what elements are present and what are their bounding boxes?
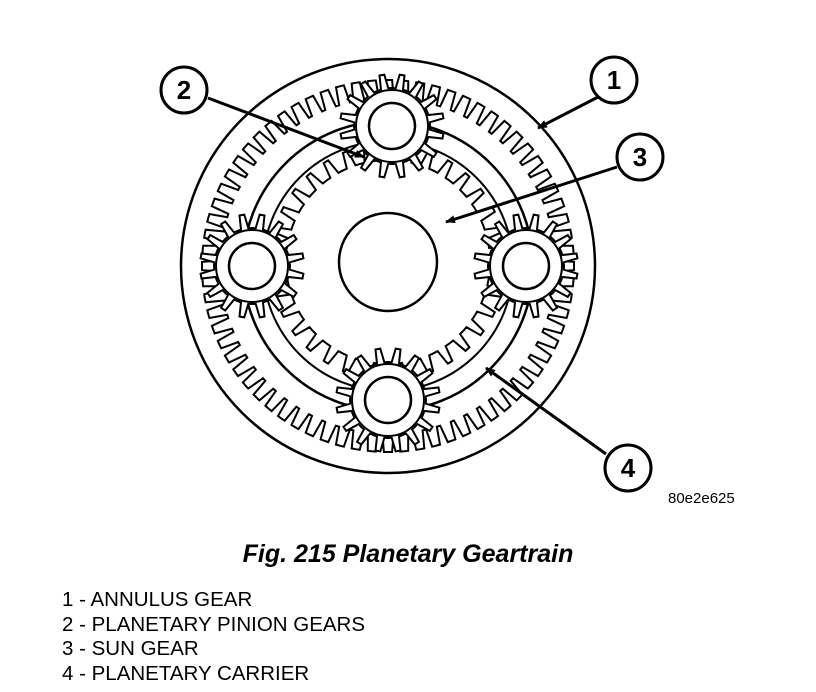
pinion-left-pin [227,241,277,291]
callout-3-label: 3 [633,142,647,172]
pinion-top-pin [367,101,417,151]
figure-title: Fig. 215 Planetary Geartrain [242,540,574,568]
pinion-gear-top [339,73,445,179]
callout-4-label: 4 [621,453,636,483]
callout-4: 4 [485,366,653,493]
pinion-gear-left [199,213,305,319]
callout-1-label: 1 [607,65,621,95]
callout-3: 3 [445,132,665,224]
legend-item-planetary-pinion-gears: 2 - PLANETARY PINION GEARS [62,612,366,636]
pinion-gear-bottom [335,347,441,453]
legend-list: 1 - ANNULUS GEAR 2 - PLANETARY PINION GE… [62,588,365,686]
callout-2-label: 2 [177,75,191,105]
sun-gear-bore [337,211,439,313]
pinion-bottom-pin [363,375,413,425]
planetary-geartrain-diagram: 1 2 3 4 [159,55,665,493]
pinion-gear-right [473,213,579,319]
annulus-gear-teeth [201,79,575,453]
legend-item-annulus-gear: 1 - ANNULUS GEAR [62,588,253,611]
pinion-right-pin [501,241,551,291]
legend-item-sun-gear: 3 - SUN GEAR [62,637,199,660]
callout-2: 2 [159,65,365,159]
callout-1: 1 [537,55,639,130]
figure-reference-code: 80e2e625 [668,490,735,507]
legend-item-planetary-carrier: 4 - PLANETARY CARRIER [62,661,310,685]
annulus-gear-outer-rim [179,57,597,475]
